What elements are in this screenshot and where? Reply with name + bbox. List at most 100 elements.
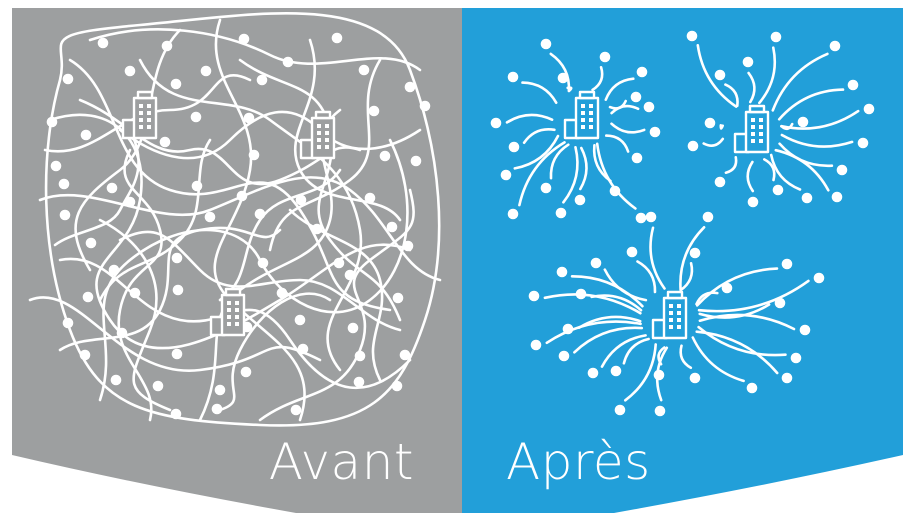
- node-dot: [171, 348, 183, 360]
- node-dot: [654, 405, 666, 417]
- node-dot: [331, 32, 343, 44]
- node-dot: [831, 191, 843, 203]
- node-dot: [354, 350, 366, 362]
- node-dot: [170, 408, 182, 420]
- office-building-icon: [209, 287, 246, 337]
- node-dot: [610, 365, 622, 377]
- node-dot: [721, 282, 733, 294]
- node-dot: [772, 184, 784, 196]
- node-dot: [50, 160, 62, 172]
- spoke-line: [771, 52, 829, 112]
- node-dot: [152, 380, 164, 392]
- node-dot: [687, 140, 699, 152]
- tangle-line: [218, 292, 332, 412]
- node-dot: [97, 37, 109, 49]
- tangle-line: [98, 218, 172, 412]
- node-dot: [704, 117, 716, 129]
- tangle-line: [213, 18, 306, 422]
- spoke-line: [702, 137, 725, 147]
- node-dot: [85, 237, 97, 249]
- node-dot: [829, 40, 841, 52]
- spoke-line: [747, 71, 756, 104]
- node-dot: [62, 317, 74, 329]
- node-dot: [353, 376, 365, 388]
- spoke-line: [573, 326, 644, 354]
- node-dot: [391, 380, 403, 392]
- node-dot: [507, 208, 519, 220]
- node-dot: [256, 74, 268, 86]
- node-dot: [129, 287, 141, 299]
- node-dot: [689, 372, 701, 384]
- node-dot: [508, 141, 520, 153]
- node-dot: [575, 288, 587, 300]
- spoke-line: [649, 226, 666, 290]
- spoke-line: [610, 104, 640, 115]
- spoke-line: [698, 303, 771, 319]
- node-dot: [240, 366, 252, 378]
- node-dot: [124, 196, 136, 208]
- node-dot: [80, 129, 92, 141]
- node-dot: [500, 169, 512, 181]
- node-dot: [238, 33, 250, 45]
- node-dot: [211, 403, 223, 415]
- spoke-line: [636, 260, 657, 294]
- spoke-line: [696, 44, 738, 108]
- node-dot: [419, 100, 431, 112]
- spoke-line: [780, 133, 854, 148]
- tangle-line: [268, 58, 382, 252]
- nodes: [46, 30, 875, 420]
- node-dot: [124, 65, 136, 77]
- node-dot: [799, 324, 811, 336]
- node-dot: [574, 194, 586, 206]
- node-dot: [236, 190, 248, 202]
- spoke-line: [746, 160, 755, 193]
- node-dot: [530, 339, 542, 351]
- node-dot: [364, 192, 376, 204]
- node-dot: [243, 112, 255, 124]
- tangle-line: [28, 296, 322, 372]
- node-dot: [540, 38, 552, 50]
- node-dot: [79, 349, 91, 361]
- node-dot: [347, 322, 359, 334]
- node-dot: [297, 343, 309, 355]
- node-dot: [774, 297, 786, 309]
- node-dot: [770, 31, 782, 43]
- spoke-line: [522, 128, 556, 144]
- tangle-line: [44, 12, 441, 427]
- node-dot: [170, 78, 182, 90]
- tangle-line: [117, 148, 163, 422]
- node-dot: [781, 372, 793, 384]
- node-dot: [200, 65, 212, 77]
- node-dot: [290, 404, 302, 416]
- node-dot: [528, 290, 540, 302]
- tangle-line: [198, 108, 342, 422]
- spoke-line: [769, 153, 802, 191]
- node-dot: [540, 182, 552, 194]
- tangle-line: [38, 176, 442, 282]
- node-dot: [358, 64, 370, 76]
- node-dot: [635, 212, 647, 224]
- node-dot: [556, 266, 568, 278]
- spoke-line: [570, 274, 644, 308]
- node-dot: [836, 164, 848, 176]
- node-dot: [490, 117, 502, 129]
- spoke-line: [691, 336, 745, 383]
- node-dot: [863, 103, 875, 115]
- spoke-line: [591, 66, 604, 92]
- node-dot: [857, 137, 869, 149]
- tangle-line: [238, 58, 402, 322]
- node-dot: [106, 182, 118, 194]
- node-dot: [108, 264, 120, 276]
- node-dot: [714, 176, 726, 188]
- spoke-line: [777, 88, 845, 121]
- node-dot: [557, 72, 569, 84]
- spoke-line: [604, 77, 635, 101]
- spoke-line: [622, 337, 650, 365]
- tangle-line: [58, 226, 282, 352]
- spoke-line: [518, 141, 566, 207]
- node-dot: [742, 56, 754, 68]
- tangle-line: [43, 74, 252, 153]
- node-dot: [368, 105, 380, 117]
- node-dot: [599, 51, 611, 63]
- spoke-line: [562, 146, 579, 204]
